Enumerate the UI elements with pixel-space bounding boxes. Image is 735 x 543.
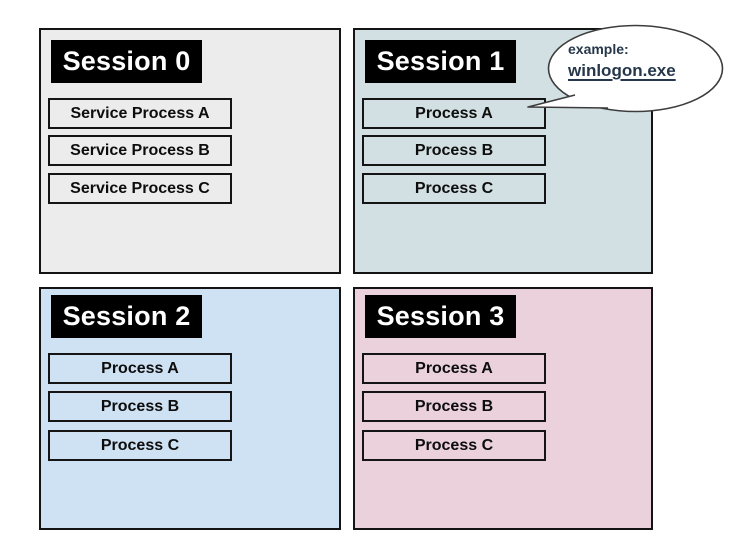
session-3-panel: Session 3 Process A Process B Process C [353,287,653,530]
speech-bubble-tail [527,94,609,109]
session-0-panel: Session 0 Service Process A Service Proc… [39,28,341,274]
session-2-process-0: Process A [48,353,232,384]
session-3-process-1: Process B [362,391,546,422]
session-2-panel: Session 2 Process A Process B Process C [39,287,341,530]
session-1-process-1: Process B [362,135,546,166]
session-2-process-1: Process B [48,391,232,422]
callout-winlogon-label: winlogon.exe [568,61,676,80]
session-0-title: Session 0 [51,40,202,83]
speech-bubble-body [547,24,724,113]
callout-example-label: example: [568,41,629,57]
callout-text: example: winlogon.exe [568,40,718,83]
session-1-title: Session 1 [365,40,516,83]
session-2-process-2: Process C [48,430,232,461]
session-1-process-0: Process A [362,98,546,129]
session-0-process-0: Service Process A [48,98,232,129]
session-0-process-2: Service Process C [48,173,232,204]
speech-bubble [527,24,724,113]
session-3-process-2: Process C [362,430,546,461]
session-0-process-1: Service Process B [48,135,232,166]
session-3-process-0: Process A [362,353,546,384]
session-2-title: Session 2 [51,295,202,338]
session-3-title: Session 3 [365,295,516,338]
session-1-process-2: Process C [362,173,546,204]
